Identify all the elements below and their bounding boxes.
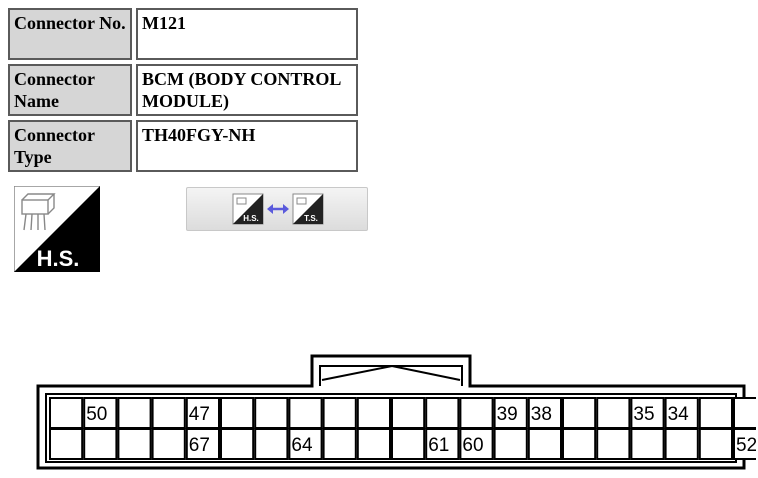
pin-cell bbox=[664, 428, 699, 460]
pin-cell bbox=[288, 428, 323, 460]
connector-no-row: Connector No. M121 bbox=[8, 8, 358, 60]
pin-cell bbox=[49, 397, 84, 429]
pin-cell bbox=[527, 428, 562, 460]
connector-name-value: BCM (BODY CONTROL MODULE) bbox=[136, 64, 358, 116]
swap-arrow-icon bbox=[267, 204, 289, 214]
hs-small-icon: H.S. bbox=[232, 193, 264, 225]
pin-cell bbox=[220, 428, 255, 460]
pin-cell bbox=[733, 428, 756, 460]
connector-no-label: Connector No. bbox=[8, 8, 132, 60]
pin-cell bbox=[698, 428, 733, 460]
pin-cell bbox=[391, 428, 426, 460]
pin-cell bbox=[117, 397, 152, 429]
pin-number: 39 bbox=[497, 404, 518, 425]
pin-cell bbox=[596, 397, 631, 429]
pin-cell bbox=[562, 428, 597, 460]
pin-cell bbox=[356, 428, 391, 460]
pin-cell bbox=[425, 428, 460, 460]
pin-cell bbox=[562, 397, 597, 429]
pin-number: 38 bbox=[531, 404, 552, 425]
connector-no-value: M121 bbox=[136, 8, 358, 60]
pin-cell bbox=[220, 397, 255, 429]
pin-cell bbox=[254, 397, 289, 429]
pin-cell bbox=[322, 428, 357, 460]
connector-name-label: Connector Name bbox=[8, 64, 132, 116]
pin-grid: 50 47 39 38 35 34 67 64 61 60 52 bbox=[49, 397, 756, 460]
toggle-left-text: H.S. bbox=[243, 214, 259, 223]
connector-face-diagram: 50 47 39 38 35 34 67 64 61 60 52 bbox=[36, 354, 756, 470]
pin-number: 35 bbox=[633, 404, 654, 425]
pin-cell bbox=[356, 397, 391, 429]
pin-cell bbox=[493, 428, 528, 460]
connector-type-row: Connector Type TH40FGY-NH bbox=[8, 120, 358, 172]
swap-view-icon: H.S. T.S. bbox=[232, 193, 324, 225]
pin-number: 61 bbox=[428, 435, 449, 456]
pin-number: 67 bbox=[189, 435, 210, 456]
pin-number: 52 bbox=[736, 435, 756, 456]
pin-cell bbox=[698, 397, 733, 429]
pin-cell bbox=[117, 428, 152, 460]
pin-cell bbox=[151, 428, 186, 460]
pin-cell bbox=[391, 397, 426, 429]
connector-type-label: Connector Type bbox=[8, 120, 132, 172]
pin-cell bbox=[185, 428, 221, 460]
pin-cell bbox=[596, 428, 631, 460]
pin-cell bbox=[151, 397, 186, 429]
pin-cell bbox=[49, 428, 84, 460]
pin-cell bbox=[254, 428, 289, 460]
pin-cell bbox=[322, 397, 357, 429]
pin-number: 64 bbox=[291, 435, 313, 456]
harness-side-icon: H.S. bbox=[14, 186, 100, 272]
connector-name-row: Connector Name BCM (BODY CONTROL MODULE) bbox=[8, 64, 358, 116]
connector-info-table: Connector No. M121 Connector Name BCM (B… bbox=[8, 8, 358, 176]
pin-cell bbox=[459, 397, 494, 429]
pin-cell bbox=[425, 397, 460, 429]
pin-number: 34 bbox=[668, 404, 690, 425]
pin-cell bbox=[288, 397, 323, 429]
view-toggle-button[interactable]: H.S. T.S. bbox=[186, 187, 368, 231]
pin-cell bbox=[733, 397, 756, 429]
pin-cell bbox=[83, 397, 118, 429]
pin-number: 47 bbox=[189, 404, 210, 425]
toggle-right-text: T.S. bbox=[304, 214, 318, 223]
pin-number: 50 bbox=[86, 404, 107, 425]
ts-small-icon: T.S. bbox=[292, 193, 324, 225]
view-icon-label: H.S. bbox=[37, 246, 80, 271]
connector-type-value: TH40FGY-NH bbox=[136, 120, 358, 172]
pin-cell bbox=[459, 428, 494, 460]
pin-cell bbox=[630, 428, 665, 460]
pin-cell bbox=[83, 428, 118, 460]
pin-number: 60 bbox=[462, 435, 483, 456]
